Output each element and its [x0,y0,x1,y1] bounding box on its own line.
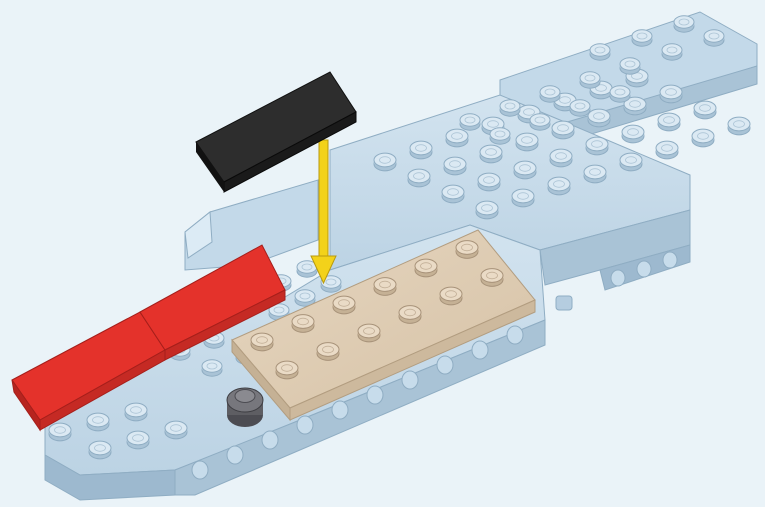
side-knob [262,431,278,449]
tan-stud [374,278,396,296]
stud [87,413,109,431]
side-knob [402,371,418,389]
stud [588,109,610,127]
side-knob [227,446,243,464]
stud [125,403,147,421]
stud [662,44,682,60]
stud [530,114,550,130]
tan-stud [415,259,437,277]
stud [89,441,111,459]
stud [658,113,680,131]
tan-stud [399,306,421,324]
stud [586,137,608,155]
stud [202,360,222,376]
tan-stud [358,324,380,342]
stud [590,44,610,60]
stud [514,161,536,179]
stud [692,129,714,147]
side-knob [437,356,453,374]
stud [480,145,502,163]
tan-stud [317,343,339,361]
tan-stud [292,315,314,333]
stud [552,121,574,139]
tan-stud [481,269,503,287]
stud [674,16,694,32]
stud [570,100,590,116]
stud [622,125,644,143]
stud [610,86,630,102]
stud [490,128,510,144]
stud [408,169,430,187]
stud [516,133,538,151]
tan-stud [440,287,462,305]
side-knob [663,252,677,268]
stud [374,153,396,171]
light-bluish-gray-chassis [45,12,757,500]
stud [550,149,572,167]
stud [476,201,498,219]
stud [660,85,682,103]
stud [410,141,432,159]
stud [584,165,606,183]
stud [512,189,534,207]
tan-stud [333,296,355,314]
stud [444,157,466,175]
stud [704,30,724,46]
stud [165,421,187,439]
stud [460,114,480,130]
side-knob [472,341,488,359]
stud [49,423,71,441]
stud [540,86,560,102]
stud [442,185,464,203]
side-knob [332,401,348,419]
tan-stud [276,361,298,379]
dark-gray-round-stud [227,388,263,427]
side-knob [611,270,625,286]
stud [656,141,678,159]
stud [127,431,149,449]
stud [620,153,642,171]
stud [478,173,500,191]
side-knob [637,261,651,277]
side-knob [507,326,523,344]
stud [548,177,570,195]
stud [694,101,716,119]
stud [446,129,468,147]
side-knob [297,416,313,434]
stud [632,30,652,46]
stud [728,117,750,135]
stud [580,72,600,88]
side-knob [192,461,208,479]
tan-stud [251,333,273,351]
stud [500,100,520,116]
stud [620,58,640,74]
side-knob [367,386,383,404]
tan-stud [456,241,478,259]
